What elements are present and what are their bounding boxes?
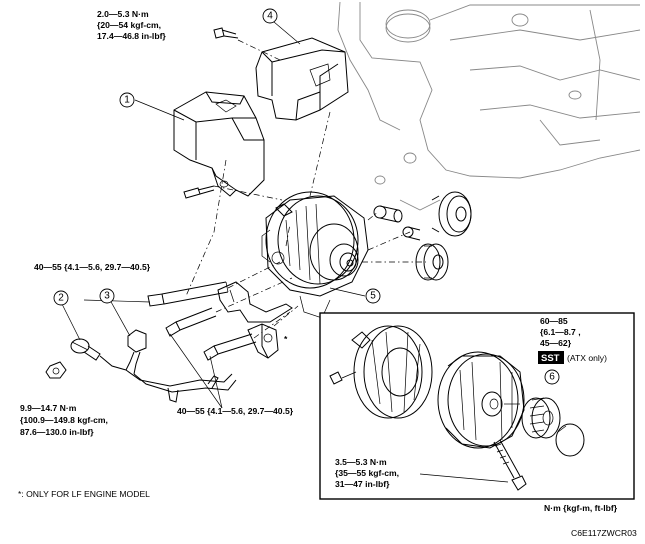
- sst-badge-text: SST: [541, 353, 560, 364]
- leader-lines: [61, 21, 553, 409]
- callout-5: 5: [365, 288, 381, 304]
- inset-rear-bolt: [493, 439, 527, 491]
- figure-code: C6E117ZWCR03: [571, 528, 637, 538]
- footnote: *: ONLY FOR LF ENGINE MODEL: [18, 489, 150, 499]
- torque-terminal-nut: 9.9—14.7 N·m {100.9—149.8 kgf-cm, 87.6—1…: [20, 403, 108, 437]
- callout-4: 4: [262, 8, 278, 24]
- bracket-stud: [247, 323, 279, 359]
- torque-pulley-nut: 60—85 {6.1—8.7 , 45—62}: [540, 316, 581, 348]
- alternator-cover: [173, 91, 265, 197]
- torque-lower-bolts: 40—55 {4.1—5.6, 29.7—40.5}: [177, 406, 294, 416]
- callout-2: 2: [53, 290, 69, 306]
- callout-5-number: 5: [370, 291, 376, 302]
- torque-upper-bolt: 40—55 {4.1—5.6, 29.7—40.5}: [34, 262, 151, 272]
- torque-terminal-nut-line3: 87.6—130.0 in-lbf}: [20, 427, 94, 437]
- torque-rear-bolt: 3.5—5.3 N·m {35—55 kgf-cm, 31—47 in-lbf}: [335, 457, 509, 489]
- inset-pulley-cap: [555, 423, 585, 457]
- inset-alternator-body: [437, 351, 525, 449]
- torque-cover-bolt-line2: {20—54 kgf-cm,: [97, 20, 161, 30]
- torque-pulley-nut-line1: 60—85: [540, 316, 568, 326]
- sst-note: (ATX only): [567, 353, 607, 363]
- sst-badge: SST (ATX only): [538, 351, 607, 364]
- cover-bolt-top: [213, 27, 239, 39]
- torque-pulley-nut-line3: 45—62}: [540, 338, 572, 348]
- upper-mount-bolt: [147, 281, 229, 307]
- upper-cover: [255, 37, 349, 121]
- inset-rear-housing: [329, 325, 433, 419]
- torque-rear-bolt-line1: 3.5—5.3 N·m: [335, 457, 387, 467]
- engine-block-outline: [337, 1, 641, 211]
- atx-detail-inset: 60—85 {6.1—8.7 , 45—62} SST (ATX only) 6…: [319, 312, 635, 500]
- unit-note: N·m {kgf-m, ft-lbf}: [544, 503, 618, 513]
- lower-mount-bolt-a: [165, 307, 217, 337]
- callout-6-number: 6: [549, 372, 555, 383]
- torque-terminal-nut-line2: {100.9—149.8 kgf-cm,: [20, 415, 108, 425]
- callout-1: 1: [119, 92, 135, 108]
- callout-4-number: 4: [267, 11, 273, 22]
- inset-pulley: [521, 397, 561, 439]
- bracket: [217, 281, 293, 323]
- asterisk-mark: *: [284, 334, 288, 344]
- idler-pulley: [431, 191, 472, 237]
- torque-terminal-nut-line1: 9.9—14.7 N·m: [20, 403, 77, 413]
- mount-bosses: [373, 205, 421, 241]
- torque-rear-bolt-line3: 31—47 in-lbf}: [335, 479, 390, 489]
- torque-cover-bolt-line3: 17.4—46.8 in-lbf}: [97, 31, 166, 41]
- torque-cover-bolt-line1: 2.0—5.3 N·m: [97, 9, 149, 19]
- callout-6: 6: [544, 369, 560, 385]
- callout-3: 3: [99, 288, 115, 304]
- torque-cover-bolt: 2.0—5.3 N·m {20—54 kgf-cm, 17.4—46.8 in-…: [97, 9, 166, 41]
- callout-1-number: 1: [124, 95, 130, 106]
- terminal-nut: [45, 361, 67, 379]
- torque-rear-bolt-line2: {35—55 kgf-cm,: [335, 468, 399, 478]
- lower-mount-bolt-b: [203, 333, 257, 361]
- wiring-harness: [99, 329, 237, 403]
- alternator-main: [261, 191, 369, 319]
- callout-2-number: 2: [58, 293, 64, 304]
- cover-lower-bolt: [183, 185, 215, 199]
- torque-pulley-nut-line2: {6.1—8.7 ,: [540, 327, 581, 337]
- terminal-cap: [70, 338, 101, 361]
- alignment-lines: [185, 39, 426, 339]
- callout-3-number: 3: [104, 291, 110, 302]
